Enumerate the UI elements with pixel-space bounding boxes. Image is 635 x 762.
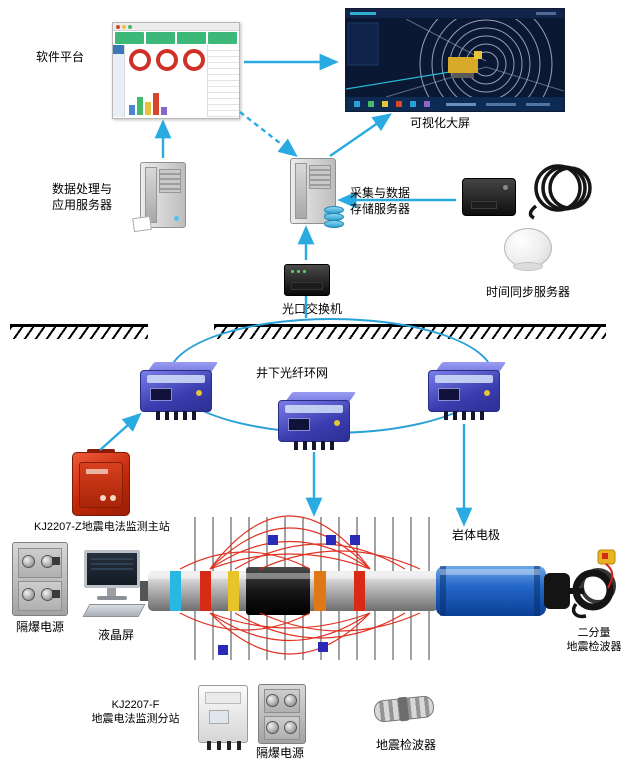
keyboard-icon [82, 604, 146, 617]
app-server-label: 数据处理与 应用服务器 [52, 182, 113, 212]
geophone-right-label: 二分量 地震检波器 [566, 627, 622, 654]
master-station-label: KJ2207-Z地震电法监测主站 [34, 521, 170, 533]
substation-label: KJ2207-F 地震电法监测分站 [91, 699, 180, 726]
lcd-monitor [82, 550, 146, 622]
antenna-cable-coil [528, 164, 592, 220]
rock-electrode-squares [218, 535, 360, 655]
storage-server-icon [290, 158, 344, 228]
two-component-geophone [566, 544, 628, 631]
substation-node-center [278, 392, 357, 450]
optical-switch-label: 光口交换机 [282, 302, 343, 316]
time-sync-server-label: 时间同步服务器 [486, 285, 571, 299]
window-titlebar [113, 23, 239, 31]
app-server-icon [132, 162, 186, 233]
power-left-label: 隔爆电源 [16, 620, 65, 634]
disk-stack-icon [324, 206, 344, 228]
ground-surface-left [10, 324, 148, 339]
lcd-label: 液晶屏 [98, 628, 135, 642]
power-supply-left [12, 542, 68, 616]
big-screen-label: 可视化大屏 [410, 116, 471, 130]
monitoring-substation-box [198, 685, 248, 750]
optical-switch-device [284, 264, 330, 296]
software-platform-label: 软件平台 [36, 50, 85, 64]
list-panel [206, 45, 239, 117]
substation-node-right [428, 362, 507, 420]
visualization-screen [345, 8, 565, 112]
master-station-device [72, 449, 130, 516]
software-platform-screenshot [112, 22, 240, 119]
current-field-lines [179, 515, 421, 655]
nav-sidebar [113, 45, 125, 117]
stat-cards [113, 31, 239, 45]
document-icon [132, 215, 152, 233]
borehole-probe [140, 515, 584, 660]
time-sync-receiver [462, 178, 516, 216]
geophone-device [373, 694, 435, 724]
power-bottom-label: 隔爆电源 [256, 746, 305, 760]
geophone-bottom-label: 地震检波器 [376, 738, 437, 752]
power-supply-bottom [258, 684, 306, 744]
gps-dome-antenna [504, 228, 552, 271]
substation-node-left [140, 362, 219, 420]
fiber-ring-label: 井下光纤环网 [256, 366, 329, 380]
gauge-icons [128, 49, 205, 71]
bar-chart-icon [128, 89, 205, 115]
storage-server-label: 采集与数据 存储服务器 [350, 186, 411, 216]
rock-electrode-label: 岩体电极 [452, 528, 501, 542]
